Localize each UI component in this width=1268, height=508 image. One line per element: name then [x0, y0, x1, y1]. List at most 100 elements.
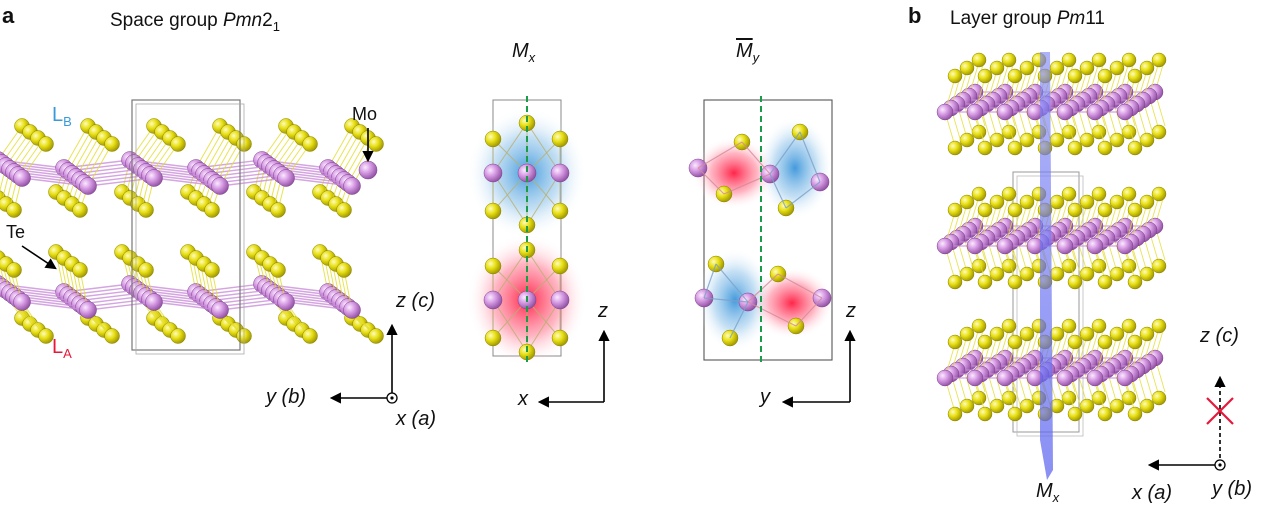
- my-subscript: y: [752, 50, 760, 65]
- bond: [703, 297, 749, 303]
- mo-atom: [550, 163, 570, 183]
- te-atom: [551, 257, 569, 275]
- te-atom: [104, 328, 120, 344]
- te-atom: [1067, 68, 1083, 84]
- bond: [492, 299, 528, 353]
- bond: [153, 177, 221, 187]
- te-atom: [1151, 124, 1167, 140]
- bond: [795, 297, 823, 327]
- te-atom: [947, 274, 963, 290]
- te-atom: [1139, 132, 1155, 148]
- bond: [526, 122, 561, 174]
- panel-b-structure: [936, 52, 1167, 480]
- bond: [153, 301, 221, 311]
- te-atom: [1097, 202, 1113, 218]
- te-atom: [1067, 274, 1083, 290]
- te-atom: [1079, 398, 1095, 414]
- mo-atom: [1056, 369, 1074, 387]
- title-prefix: Space group: [110, 10, 224, 31]
- panel-a-title: Space group Pmn21: [110, 10, 280, 34]
- bond: [21, 177, 89, 187]
- te-atom: [6, 262, 22, 278]
- mo-atom: [1056, 237, 1074, 255]
- te-atom: [959, 398, 975, 414]
- mo-atom: [277, 293, 295, 311]
- mo-atom: [550, 290, 570, 310]
- te-atom: [138, 202, 154, 218]
- te-atom: [551, 202, 569, 220]
- te-atom: [1001, 52, 1017, 68]
- te-atom: [947, 140, 963, 156]
- mo-atom: [1116, 369, 1134, 387]
- panel-b-axis-z-label: z (c): [1200, 325, 1239, 347]
- mo-atom: [936, 369, 954, 387]
- te-atom: [947, 334, 963, 350]
- panel-b-out-of-plane-dot: [1218, 463, 1222, 467]
- te-atom: [1079, 60, 1095, 76]
- layer-a-subscript: A: [63, 346, 72, 361]
- te-atom: [1067, 334, 1083, 350]
- te-atom: [1097, 334, 1113, 350]
- mo-atom: [936, 103, 954, 121]
- te-atom: [971, 186, 987, 202]
- bond: [526, 299, 561, 353]
- te-atom: [1019, 326, 1035, 342]
- te-atom: [38, 328, 54, 344]
- te-atom: [270, 262, 286, 278]
- te-atom: [484, 130, 502, 148]
- te-atom: [977, 334, 993, 350]
- mo-atom: [145, 293, 163, 311]
- te-pointer-arrow: [21, 245, 57, 270]
- my-letter: M: [736, 40, 753, 62]
- te-atom: [1127, 274, 1143, 290]
- mo-atom: [1116, 237, 1134, 255]
- mo-atom: [277, 169, 295, 187]
- mx-subscript: x: [528, 50, 536, 65]
- mo-atom: [966, 369, 984, 387]
- my-axis-y-label: y: [760, 386, 770, 408]
- te-atom: [1079, 326, 1095, 342]
- title-number: 11: [1085, 8, 1105, 29]
- te-atom: [977, 140, 993, 156]
- bond: [723, 173, 771, 195]
- mx-title: Mx: [512, 40, 535, 65]
- te-atom: [1079, 266, 1095, 282]
- te-atom: [1061, 52, 1077, 68]
- te-atom: [1151, 52, 1167, 68]
- te-atom: [1007, 274, 1023, 290]
- te-atom: [977, 406, 993, 422]
- te-atom: [1067, 406, 1083, 422]
- bond: [285, 177, 353, 187]
- mo-atom: [966, 103, 984, 121]
- te-atom: [1049, 266, 1065, 282]
- te-atom: [977, 68, 993, 84]
- te-atom: [1127, 68, 1143, 84]
- te-atom: [1007, 68, 1023, 84]
- mx-axis-x-label: x: [518, 388, 528, 410]
- te-atom: [138, 262, 154, 278]
- te-atom: [1049, 326, 1065, 342]
- mo-atom: [1056, 103, 1074, 121]
- bond: [697, 167, 725, 195]
- mo-atom: [483, 290, 503, 310]
- te-atom: [989, 326, 1005, 342]
- te-atom: [1139, 266, 1155, 282]
- te-atom: [72, 202, 88, 218]
- te-atom: [1121, 186, 1137, 202]
- mx-letter: M: [512, 40, 529, 62]
- bond: [219, 177, 287, 187]
- mx-projection: [467, 96, 587, 366]
- mo-atom: [13, 293, 31, 311]
- title-symbol: Pm: [1056, 8, 1086, 29]
- bond: [777, 273, 823, 299]
- te-atom: [1091, 318, 1107, 334]
- te-atom: [1079, 194, 1095, 210]
- te-atom: [1079, 132, 1095, 148]
- mo-atom: [1086, 369, 1104, 387]
- te-atom: [270, 202, 286, 218]
- my-axis-z-label: z: [846, 300, 856, 322]
- bond: [526, 172, 561, 226]
- te-atom: [484, 202, 502, 220]
- bond: [492, 122, 528, 174]
